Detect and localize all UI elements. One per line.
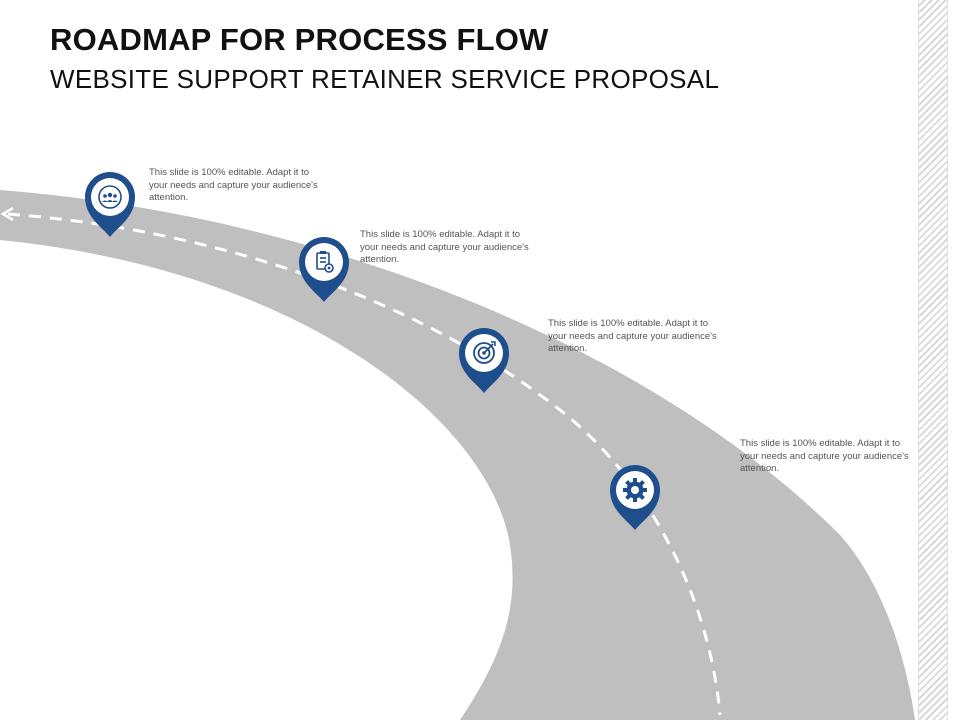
roadmap-diagram bbox=[0, 172, 915, 720]
step-description-4: This slide is 100% editable. Adapt it to… bbox=[740, 438, 909, 474]
target-icon bbox=[473, 341, 496, 364]
decorative-side-strip bbox=[918, 0, 948, 720]
step-description-1: This slide is 100% editable. Adapt it to… bbox=[149, 167, 318, 203]
gear-icon bbox=[623, 478, 647, 502]
road-direction-arrow-icon bbox=[0, 206, 14, 222]
step-marker-1 bbox=[85, 172, 135, 237]
step-description-3: This slide is 100% editable. Adapt it to… bbox=[548, 318, 717, 354]
step-description-2: This slide is 100% editable. Adapt it to… bbox=[360, 229, 529, 265]
page-title: ROADMAP FOR PROCESS FLOW bbox=[50, 22, 549, 57]
road-surface bbox=[0, 190, 915, 720]
page-subtitle: WEBSITE SUPPORT RETAINER SERVICE PROPOSA… bbox=[50, 64, 720, 94]
road-center-line bbox=[7, 212, 722, 716]
step-marker-3 bbox=[459, 328, 509, 393]
clipboard-gear-icon bbox=[316, 251, 334, 273]
step-marker-4 bbox=[610, 465, 660, 530]
step-marker-2 bbox=[299, 237, 349, 302]
team-icon bbox=[98, 185, 122, 209]
